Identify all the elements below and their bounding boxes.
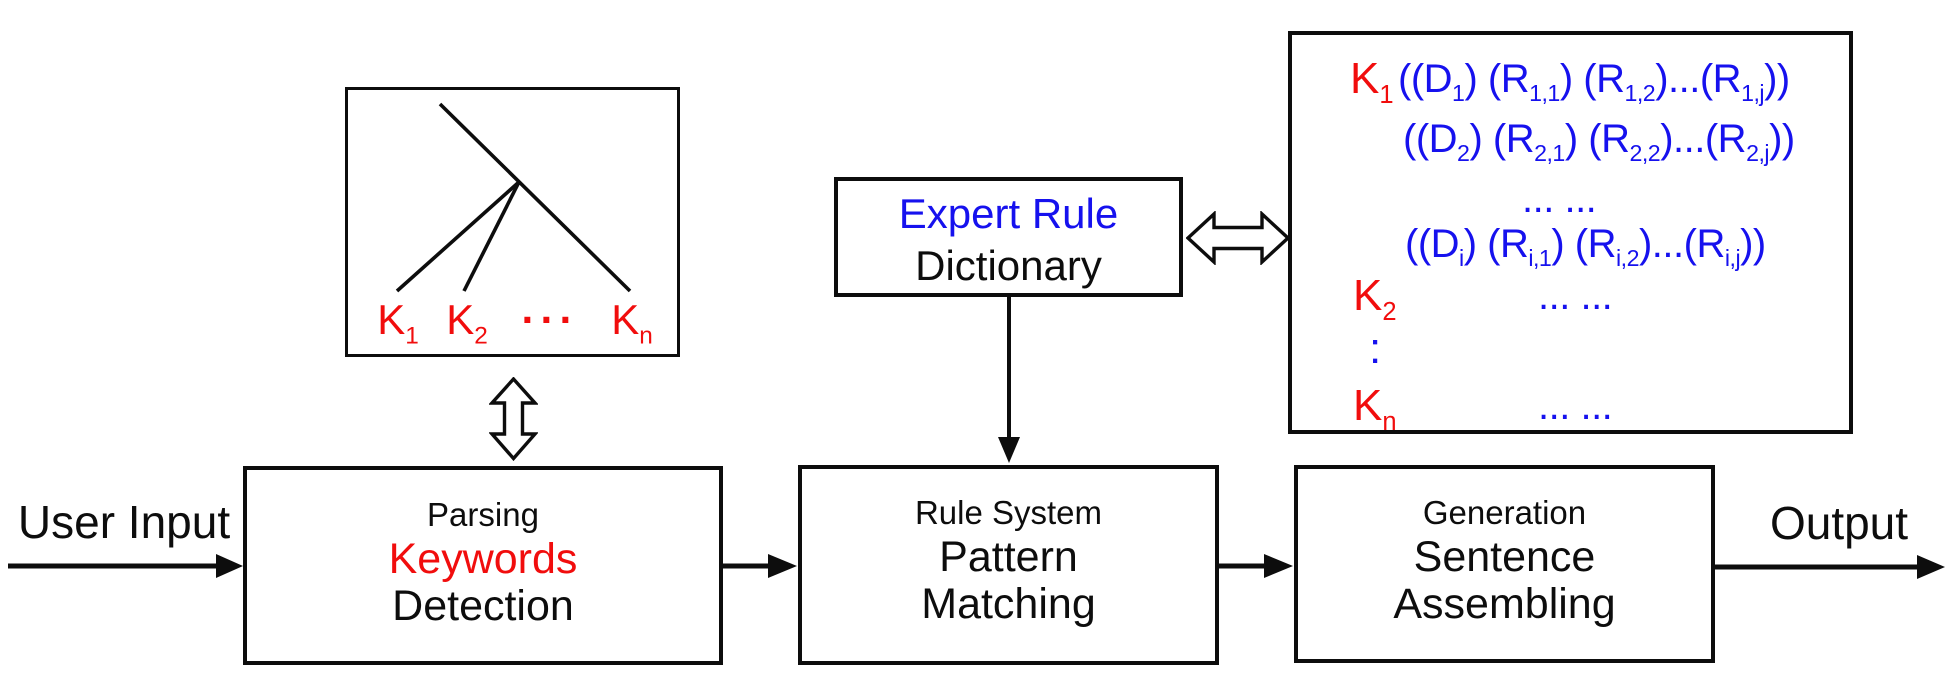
rule-row-ellipsis: ... ...: [1292, 175, 1849, 223]
stage1-line2: Detection: [392, 582, 574, 630]
rule-value-ellipsis: ... ...: [1522, 177, 1597, 221]
parsing-keywords-detection-box: Parsing Keywords Detection: [243, 466, 723, 665]
rule-key-k2: K2: [1353, 271, 1397, 326]
rule-list-box: K1 ((D1) (R1,1) (R1,2)...(R1,j)) ((D2) (…: [1288, 31, 1853, 436]
expert-rule-dictionary-box: Expert Rule Dictionary: [834, 177, 1183, 297]
user-input-label: User Input: [17, 496, 231, 548]
rule-row-d2: ((D2) (R2,1) (R2,2)...(R2,j)): [1292, 115, 1849, 166]
arrow-dictionary-to-matching: [998, 297, 1020, 463]
dictionary-title-line1: Expert Rule: [898, 190, 1119, 237]
rule-row-di: ((Di) (Ri,1) (Ri,2)...(Ri,j)): [1292, 220, 1849, 271]
stage3-line1: Sentence: [1413, 533, 1596, 581]
arrow-user-input: [8, 554, 243, 578]
dictionary-title-line2: Dictionary: [915, 242, 1102, 289]
output-label: Output: [1769, 497, 1909, 549]
double-arrow-vertical-icon: [489, 377, 538, 461]
tree-keyword-k1: K1: [377, 296, 419, 350]
keyword-tree-box: K1 K2 ··· Kn: [345, 87, 680, 357]
tree-keyword-k2: K2: [446, 296, 488, 350]
tree-lines: [395, 102, 632, 293]
rule-value-d2: ((D2) (R2,1) (R2,2)...(R2,j)): [1403, 117, 1795, 166]
rule-row-colon: :: [1292, 325, 1849, 373]
stage3-caption: Generation: [1422, 494, 1587, 531]
stage1-caption: Parsing: [427, 496, 539, 533]
generation-sentence-assembling-box: Generation Sentence Assembling: [1294, 465, 1715, 663]
stage3-line2: Assembling: [1393, 580, 1616, 628]
rule-value-d1: ((D1) (R1,1) (R1,2)...(R1,j)): [1398, 57, 1790, 106]
arrow-output: [1715, 555, 1945, 579]
rule-row-k1: K1 ((D1) (R1,1) (R1,2)...(R1,j)): [1292, 54, 1849, 109]
tree-ellipsis: ···: [521, 296, 579, 343]
rule-row-kn: Kn ... ...: [1292, 381, 1849, 436]
arrow-stage2-to-stage3: [1219, 554, 1293, 578]
rule-value-di: ((Di) (Ri,1) (Ri,2)...(Ri,j)): [1405, 222, 1766, 271]
rule-key-colon: :: [1369, 324, 1382, 373]
double-arrow-horizontal-icon: [1186, 211, 1290, 265]
rule-key-kn: Kn: [1353, 381, 1397, 436]
arrow-stage1-to-stage2: [723, 554, 797, 578]
stage2-line2: Matching: [921, 580, 1096, 628]
tree-keyword-kn: Kn: [611, 296, 653, 350]
stage2-caption: Rule System: [914, 494, 1103, 531]
rule-value-kn-ellipsis: ... ...: [1538, 384, 1613, 428]
rule-key-k1: K1: [1350, 54, 1394, 109]
rule-row-k2: K2 ... ...: [1292, 271, 1849, 326]
rule-system-pattern-matching-box: Rule System Pattern Matching: [798, 465, 1219, 665]
rule-value-k2-ellipsis: ... ...: [1538, 274, 1613, 318]
stage1-line1: Keywords: [388, 535, 578, 583]
stage2-line1: Pattern: [939, 533, 1078, 581]
